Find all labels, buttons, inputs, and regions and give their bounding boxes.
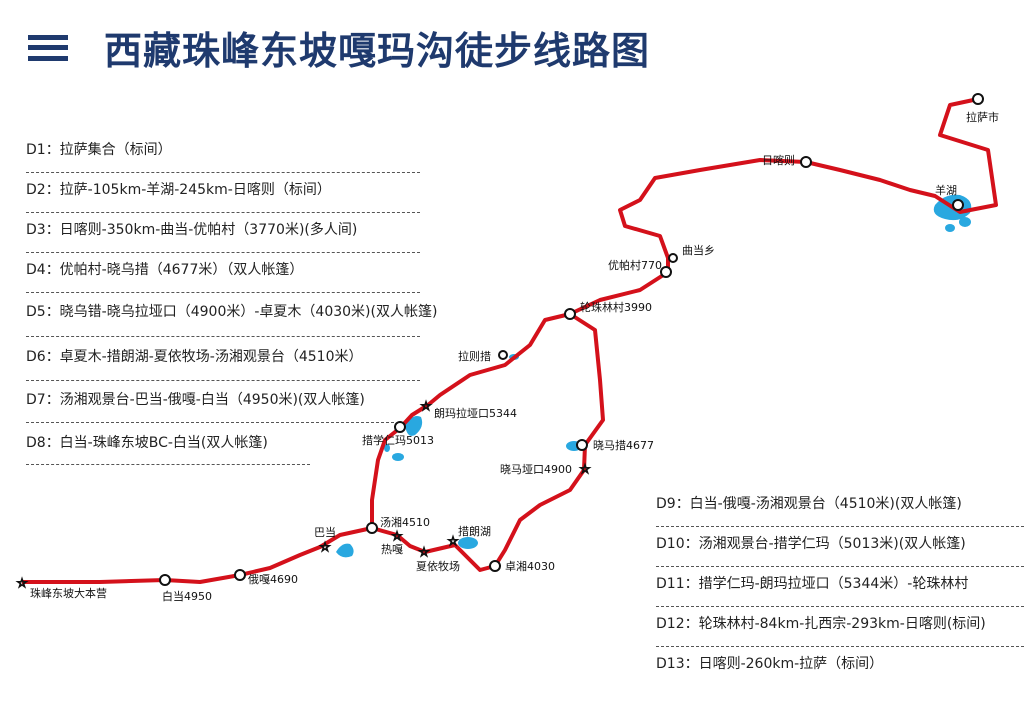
label-yanghu: 羊湖 [935,183,957,197]
lake [405,416,423,436]
itinerary-day: D11：措学仁玛-朗玛拉垭口（5344米）-轮珠林村 [656,567,1024,607]
label-zhuoxiang: 卓湘4030 [505,559,555,573]
lake-cuolang [458,537,478,549]
marker-tangxiang [366,522,378,534]
marker-cuoxue [394,421,406,433]
itinerary-day: D5：晓乌错-晓乌拉垭口（4900米）-卓夏木（4030米)(双人帐篷) [26,293,437,337]
itinerary-day: D10：汤湘观景台-措学仁玛（5013米)(双人帐篷) [656,527,1024,567]
marker-laze [498,350,508,360]
label-badang: 巴当 [314,525,336,539]
itinerary-day: D6：卓夏木-措朗湖-夏依牧场-汤湘观景台（4510米） [26,337,420,381]
marker-yanghu [952,199,964,211]
itinerary-day: D4：优帕村-晓乌措（4677米）（双人帐篷） [26,253,420,293]
marker-ega [234,569,246,581]
star-icon: ☆ [17,576,28,590]
route-lines [22,97,998,584]
label-bc: 珠峰东坡大本营 [30,586,107,600]
star-icon: ☆ [421,399,432,413]
marker-xiaomacuo [576,439,588,451]
label-rega: 热嘎 [381,543,403,556]
marker-youpa [660,266,672,278]
label-cuolang: 措朗湖 [458,524,491,538]
star-icon: ☆ [419,545,430,559]
label-laze: 拉则措 [458,349,491,363]
stop-markers [159,93,984,586]
itinerary-day: D3：日喀则-350km-曲当-优帕村（3770米)(多人间) [26,213,420,253]
itinerary-day: D13：日喀则-260km-拉萨（标间） [656,656,884,672]
loop-route [371,312,605,572]
label-cuoxue: 措学仁玛5013 [362,433,434,447]
label-lunzhu: 轮珠林村3990 [580,300,652,314]
lake [336,543,354,558]
label-ega: 俄嘎4690 [248,573,298,586]
label-xiaomacuo: 晓马措4677 [593,438,654,452]
main-route [22,97,998,584]
itinerary-day: D8：白当-珠峰东坡BC-白当(双人帐篷) [26,423,310,465]
label-qudang: 曲当乡 [682,243,715,257]
label-baidang: 白当4950 [162,589,212,603]
label-langma: 朗玛拉垭口5344 [434,406,517,420]
label-lasa: 拉萨市 [966,110,999,124]
marker-baidang [159,574,171,586]
marker-rikaze [800,156,812,168]
menu-icon[interactable] [28,34,68,61]
label-xiayi: 夏依牧场 [416,559,460,573]
page-title: 西藏珠峰东坡嘎玛沟徒步线路图 [104,29,651,73]
lake [392,453,404,461]
star-icon: ☆ [320,540,331,554]
itinerary-day: D12：轮珠林村-84km-扎西宗-293km-日喀则(标间) [656,607,1024,647]
marker-lunzhu [564,308,576,320]
label-rikaze: 日喀则 [762,154,795,167]
itinerary-left: D1：拉萨集合（标间） D2：拉萨-105km-羊湖-245km-日喀则（标间）… [26,133,437,465]
itinerary-day: D2：拉萨-105km-羊湖-245km-日喀则（标间） [26,173,420,213]
lake [945,224,955,232]
pass-markers: ☆ ☆ ☆ ☆ ☆ ☆ ☆ [16,398,591,590]
label-xiaomayakou: 晓马垭口4900 [500,463,572,476]
itinerary-day: D7：汤湘观景台-巴当-俄嘎-白当（4950米)(双人帐篷) [26,381,394,423]
lake [384,444,390,452]
marker-zhuoxiang [489,560,501,572]
star-icon: ☆ [580,462,591,476]
marker-lasa [972,93,984,105]
itinerary-day: D9：白当-俄嘎-汤湘观景台（4510米)(双人帐篷) [656,487,1024,527]
label-tangxiang: 汤湘4510 [380,515,430,529]
star-icon: ☆ [392,529,403,543]
header: 西藏珠峰东坡嘎玛沟徒步线路图 [28,20,650,75]
label-youpa: 优帕村770 [608,258,662,272]
itinerary-day: D1：拉萨集合（标间） [26,133,420,173]
lake [959,217,971,227]
star-icon: ☆ [448,534,459,548]
map-labels: 拉萨市 日喀则 羊湖 曲当乡 优帕村770 轮珠林村3990 拉则措 朗玛拉垭口… [30,110,999,603]
itinerary-right: D9：白当-俄嘎-汤湘观景台（4510米)(双人帐篷) D10：汤湘观景台-措学… [656,487,1024,687]
marker-qudang [668,253,678,263]
